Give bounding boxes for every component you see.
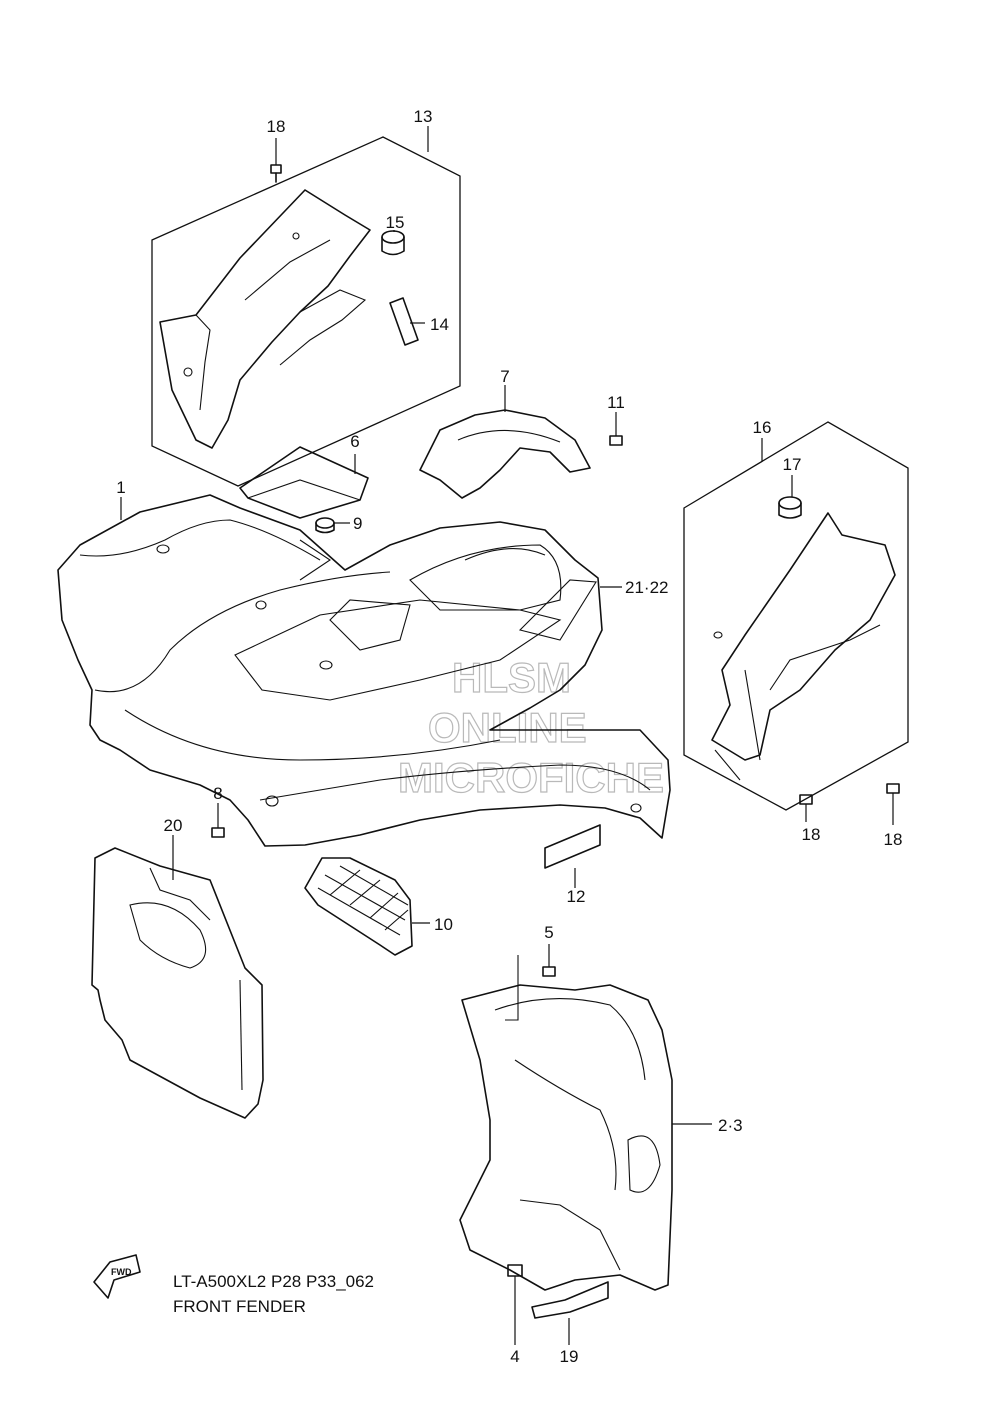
callout-2-3: 2·3 xyxy=(718,1116,743,1135)
callout-15: 15 xyxy=(386,213,405,232)
callout-9: 9 xyxy=(353,514,362,533)
part-4-bolt xyxy=(507,1264,523,1345)
callout-10: 10 xyxy=(434,915,453,934)
part-11-bolt xyxy=(609,412,623,446)
watermark-line-2: ONLINE xyxy=(428,704,587,751)
diagram-title: FRONT FENDER xyxy=(173,1297,306,1316)
model-code: LT-A500XL2 P28 P33_062 xyxy=(173,1272,374,1291)
part-8-bolt xyxy=(211,803,225,838)
callout-4: 4 xyxy=(510,1347,519,1366)
fwd-arrow-icon: FWD xyxy=(93,1254,141,1299)
callout-12: 12 xyxy=(567,887,586,906)
fwd-label: FWD xyxy=(111,1267,132,1277)
part-9-grommet xyxy=(315,517,350,534)
part-18-bolt-b xyxy=(799,794,813,822)
callout-18-right-b: 18 xyxy=(884,830,903,849)
watermark-line-1: HLSM xyxy=(452,654,571,701)
part-13-bracket xyxy=(159,189,371,449)
part-6-pad xyxy=(239,446,369,519)
callout-11: 11 xyxy=(607,393,625,412)
part-21-22-emblem xyxy=(518,579,597,641)
callout-17: 17 xyxy=(783,455,802,474)
callout-18-top: 18 xyxy=(267,117,286,136)
part-7-cover xyxy=(419,385,591,499)
callouts: 18 13 15 14 7 11 16 6 17 1 9 21·22 8 20 … xyxy=(116,107,902,1366)
callout-8: 8 xyxy=(213,784,222,803)
callout-18-right-a: 18 xyxy=(802,825,821,844)
part-18-bolt-a xyxy=(270,164,282,183)
part-5-bolt xyxy=(542,944,556,977)
part-1-front-fender xyxy=(57,494,671,847)
callout-19: 19 xyxy=(560,1347,579,1366)
callout-13: 13 xyxy=(414,107,433,126)
part-10-grille xyxy=(304,857,430,956)
part-20-panel xyxy=(91,835,264,1119)
callout-6: 6 xyxy=(350,432,359,451)
callout-7: 7 xyxy=(500,367,509,386)
group-box-16 xyxy=(683,421,909,811)
callout-20: 20 xyxy=(164,816,183,835)
part-2-3-inner-fender xyxy=(459,955,712,1291)
part-16-bracket xyxy=(711,512,896,761)
watermark-line-3: MICROFICHE xyxy=(398,754,664,801)
group-box-13 xyxy=(151,126,461,487)
part-14-strip xyxy=(389,297,419,346)
part-17-grommet xyxy=(778,496,802,519)
callout-1: 1 xyxy=(116,478,125,497)
callout-5: 5 xyxy=(544,923,553,942)
part-19-strip xyxy=(531,1281,609,1345)
callout-16: 16 xyxy=(753,418,772,437)
part-12-reflector xyxy=(544,824,601,888)
part-18-bolt-c xyxy=(886,783,900,825)
watermark: HLSM ONLINE MICROFICHE xyxy=(397,653,664,801)
caption: LT-A500XL2 P28 P33_062 FRONT FENDER xyxy=(173,1272,374,1316)
callout-14: 14 xyxy=(430,315,449,334)
callout-21-22: 21·22 xyxy=(625,578,668,597)
part-15-grommet xyxy=(381,230,405,256)
